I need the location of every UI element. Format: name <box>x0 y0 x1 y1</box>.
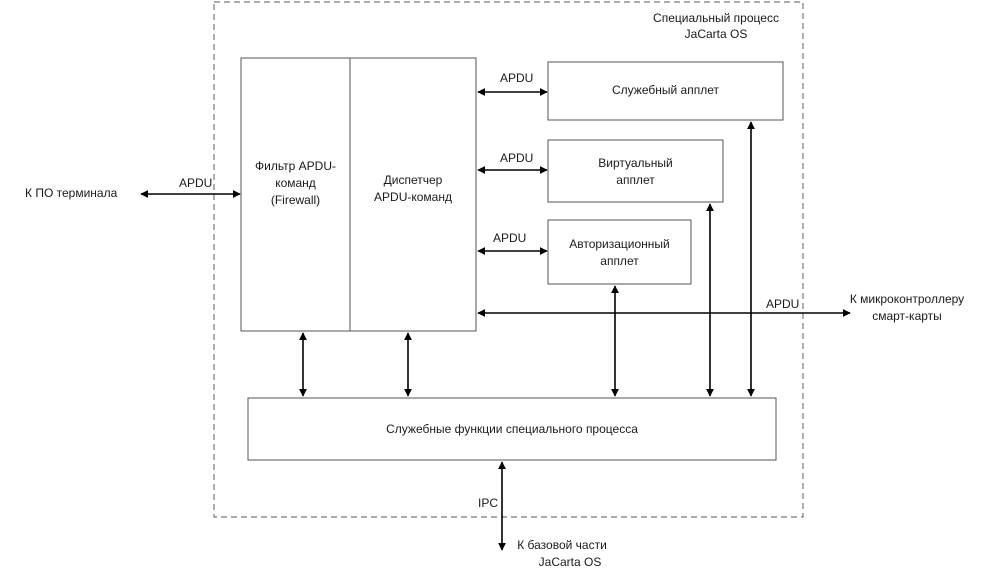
filter-dispatcher-block <box>240 57 477 332</box>
auth-applet-line1: Авторизационный <box>569 237 670 251</box>
apdu-label-terminal: APDU <box>179 176 213 190</box>
special-process-container <box>213 1 804 518</box>
base-label-line2: JaCarta OS <box>538 555 602 569</box>
microcontroller-label-line2: смарт-карты <box>872 309 942 323</box>
auth-applet-box <box>547 219 692 285</box>
virtual-applet-box <box>547 139 724 203</box>
apdu-label-microcontroller: APDU <box>766 297 800 311</box>
container-title-line1: Специальный процесс <box>653 11 779 25</box>
apdu-label-auth-applet: APDU <box>493 231 527 245</box>
base-label-line1: К базовой части <box>517 538 607 552</box>
terminal-label: К ПО терминала <box>25 186 118 200</box>
service-functions-label: Служебные функции специального процесса <box>386 422 638 436</box>
dispatcher-label: Диспетчер APDU-команд <box>350 172 476 206</box>
virtual-applet-line2: апплет <box>616 173 655 187</box>
microcontroller-label-line1: К микроконтроллеру <box>849 292 965 306</box>
dispatcher-label-line1: Диспетчер <box>383 173 443 187</box>
apdu-label-service-applet: APDU <box>500 71 534 85</box>
virtual-applet-line1: Виртуальный <box>598 156 673 170</box>
container-title-line2: JaCarta OS <box>684 27 748 41</box>
service-applet-label: Служебный апплет <box>612 83 719 97</box>
service-applet-box <box>547 61 784 121</box>
service-functions-box <box>247 397 777 461</box>
apdu-label-virtual-applet: APDU <box>500 151 534 165</box>
dispatcher-label-line2: APDU-команд <box>374 190 452 204</box>
ipc-label: IPC <box>478 496 499 510</box>
filter-label-line1: Фильтр APDU- <box>255 159 336 173</box>
auth-applet-label: Авторизационный апплет <box>548 236 691 270</box>
virtual-applet-label: Виртуальный апплет <box>548 155 723 189</box>
filter-label-line2: команд <box>275 176 316 190</box>
auth-applet-line2: апплет <box>600 254 639 268</box>
filter-label: Фильтр APDU- команд (Firewall) <box>241 158 350 209</box>
filter-label-line3: (Firewall) <box>270 193 321 207</box>
